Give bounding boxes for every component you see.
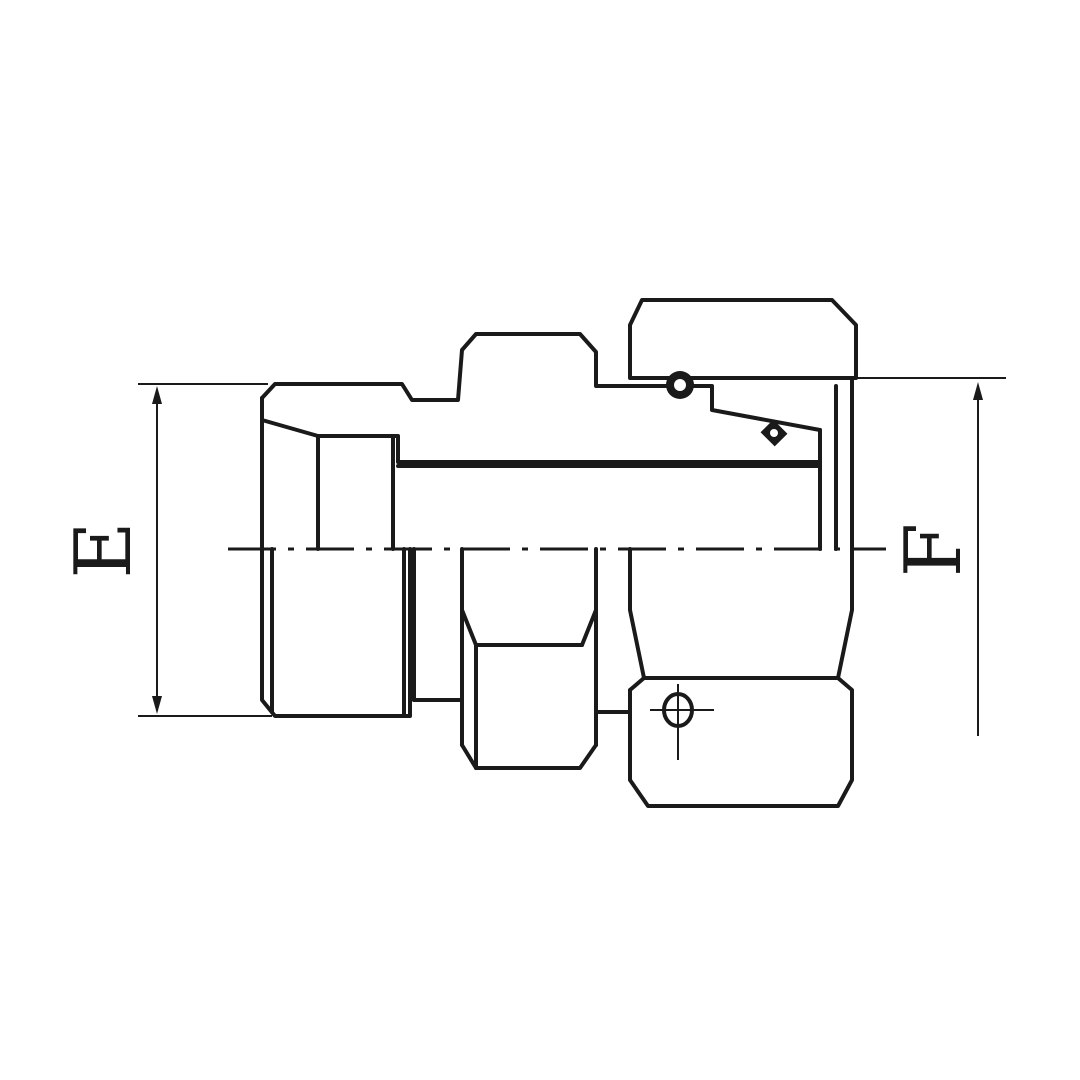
body-section-hatched	[260, 332, 822, 464]
nut-section-hatched	[628, 298, 858, 380]
hex-body-external	[460, 547, 598, 770]
o-ring-upper	[666, 371, 694, 399]
o-ring-inner	[760, 419, 788, 447]
nut-hole-symbol	[650, 684, 714, 760]
dimension-f: F	[852, 377, 1006, 736]
nut-external	[628, 547, 854, 680]
dimension-e: E	[59, 383, 272, 717]
dimension-label-f: F	[889, 523, 979, 577]
nut-lower-body	[628, 676, 854, 808]
hex-flat-left-chamfer	[460, 743, 478, 770]
spigot-external	[260, 547, 412, 718]
lower-external-view	[260, 547, 854, 808]
upper-section-view	[260, 298, 858, 551]
dimension-label-e: E	[59, 522, 149, 579]
